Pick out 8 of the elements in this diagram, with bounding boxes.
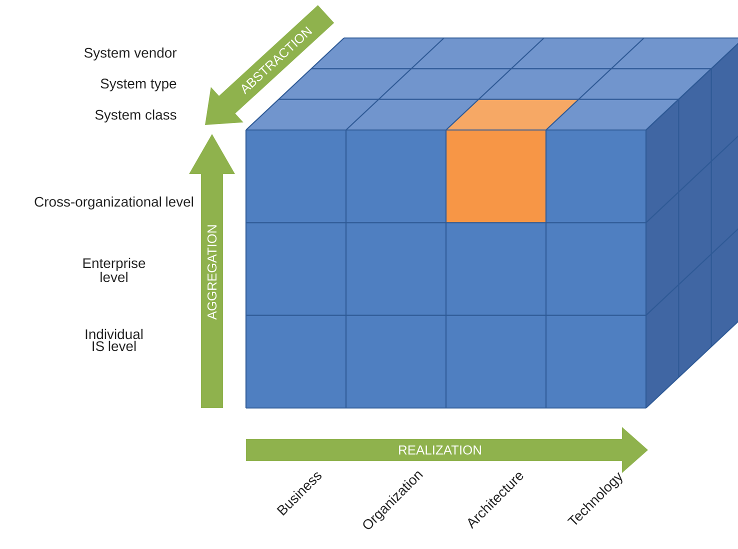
row-label: System vendor — [84, 48, 177, 60]
arrow-label: AGGREGATION — [207, 225, 217, 320]
row-label: System class — [95, 110, 176, 122]
arrow-label: REALIZATION — [399, 445, 481, 455]
row-label: Individual IS level — [86, 328, 143, 352]
row-label: System type — [100, 78, 176, 92]
row-label: Cross-organizational level — [34, 196, 193, 210]
row-label: Enterprise level — [83, 258, 146, 282]
